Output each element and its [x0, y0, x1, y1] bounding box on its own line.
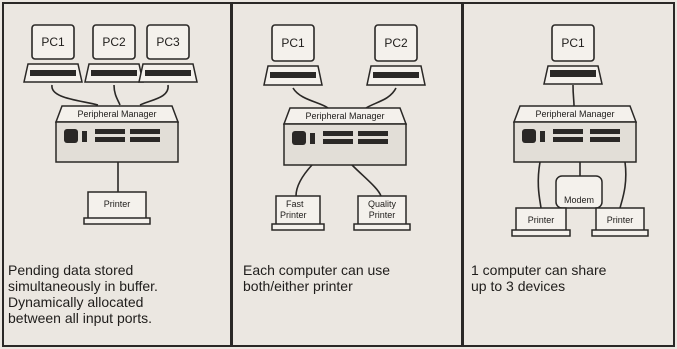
panel-3: PC1 Peripheral Manager Modem Pri	[511, 24, 649, 237]
fast-printer: Fast Printer	[271, 195, 325, 231]
port-row	[590, 137, 620, 142]
device-label: Quality	[368, 199, 397, 209]
cable	[139, 84, 169, 106]
panel-2-frame	[231, 2, 463, 347]
telephone-icon	[64, 129, 78, 143]
caption-line: 1 computer can share	[471, 262, 607, 278]
monitor	[271, 24, 315, 62]
port-row	[358, 139, 388, 144]
monitor	[551, 24, 595, 62]
printer-paper-tray	[591, 229, 649, 237]
panel-1-caption: Pending data stored simultaneously in bu…	[8, 262, 158, 326]
device-label: Printer	[104, 199, 131, 209]
panel-2-caption: Each computer can use both/either printe…	[243, 262, 390, 294]
port-row	[358, 131, 388, 136]
panel-3-frame	[462, 2, 675, 347]
port-row	[323, 131, 353, 136]
monitor	[374, 24, 418, 62]
device-label: Printer	[607, 215, 634, 225]
port-row	[95, 137, 125, 142]
computer-pc2: PC2	[366, 24, 426, 86]
computer-pc1: PC1	[23, 24, 83, 83]
monitor	[31, 24, 75, 60]
keyboard	[30, 70, 76, 76]
telephone-icon	[522, 129, 536, 143]
printer-paper-tray	[271, 223, 325, 231]
port-row	[553, 129, 583, 134]
computer-label: PC1	[281, 36, 305, 50]
caption-line: between all input ports.	[8, 310, 152, 326]
peripheral-manager: Peripheral Manager	[282, 107, 408, 166]
device-label: Fast	[286, 199, 304, 209]
cable	[51, 84, 99, 106]
modem-body	[555, 175, 603, 209]
switch-icon	[540, 131, 545, 142]
port-row	[130, 129, 160, 134]
panel-3-caption: 1 computer can share up to 3 devices	[471, 262, 606, 294]
keyboard	[145, 70, 191, 76]
computer-label: PC1	[41, 35, 65, 49]
device-label: Modem	[564, 195, 594, 205]
port-row	[323, 139, 353, 144]
cable	[572, 84, 575, 107]
port-row	[95, 129, 125, 134]
printer-body	[595, 207, 645, 233]
device-label: Printer	[369, 210, 396, 220]
printer-right: Printer	[591, 207, 649, 237]
printer-left: Printer	[511, 207, 571, 237]
printer: Printer	[83, 191, 151, 225]
keyboard	[373, 72, 419, 78]
printer-paper-tray	[353, 223, 411, 231]
hub-label: Peripheral Manager	[305, 111, 384, 121]
peripheral-manager: Peripheral Manager	[54, 105, 180, 163]
cable	[295, 164, 313, 197]
computer-pc1: PC1	[263, 24, 323, 86]
caption-line: simultaneously in buffer.	[8, 278, 158, 294]
caption-line: both/either printer	[243, 278, 353, 294]
keyboard	[550, 70, 596, 77]
computer-pc2: PC2	[84, 24, 144, 83]
computer-label: PC2	[384, 36, 408, 50]
monitor	[92, 24, 136, 60]
hub-label: Peripheral Manager	[535, 109, 614, 119]
computer-label: PC2	[102, 35, 126, 49]
cable	[619, 161, 627, 209]
computer-pc3: PC3	[138, 24, 198, 83]
caption-line: Dynamically allocated	[8, 294, 144, 310]
cable	[292, 87, 329, 109]
monitor	[146, 24, 190, 60]
caption-line: up to 3 devices	[471, 278, 566, 294]
port-row	[130, 137, 160, 142]
cable	[365, 87, 397, 109]
caption-line: Pending data stored	[8, 262, 134, 278]
computer-pc1: PC1	[543, 24, 603, 85]
device-label: Printer	[280, 210, 307, 220]
switch-icon	[310, 133, 315, 144]
device-label: Printer	[528, 215, 555, 225]
computer-label: PC3	[156, 35, 180, 49]
printer-body	[275, 195, 321, 227]
modem: Modem	[555, 175, 603, 209]
quality-printer: Quality Printer	[353, 195, 411, 231]
keyboard	[91, 70, 137, 76]
keyboard	[270, 72, 316, 78]
telephone-icon	[292, 131, 306, 145]
hub-label: Peripheral Manager	[77, 109, 156, 119]
port-row	[553, 137, 583, 142]
caption-line: Each computer can use	[243, 262, 391, 278]
printer-paper-tray	[83, 217, 151, 225]
switch-icon	[82, 131, 87, 142]
cable	[113, 84, 121, 106]
cable	[351, 164, 382, 197]
peripheral-manager: Peripheral Manager	[512, 105, 638, 163]
cable	[537, 161, 542, 209]
computer-label: PC1	[561, 36, 585, 50]
panel-2: PC1 PC2 Peripheral Manager	[263, 24, 426, 231]
printer-paper-tray	[511, 229, 571, 237]
panel-1: PC1 PC2 PC3 Peripheral Manager	[23, 24, 198, 225]
port-row	[590, 129, 620, 134]
